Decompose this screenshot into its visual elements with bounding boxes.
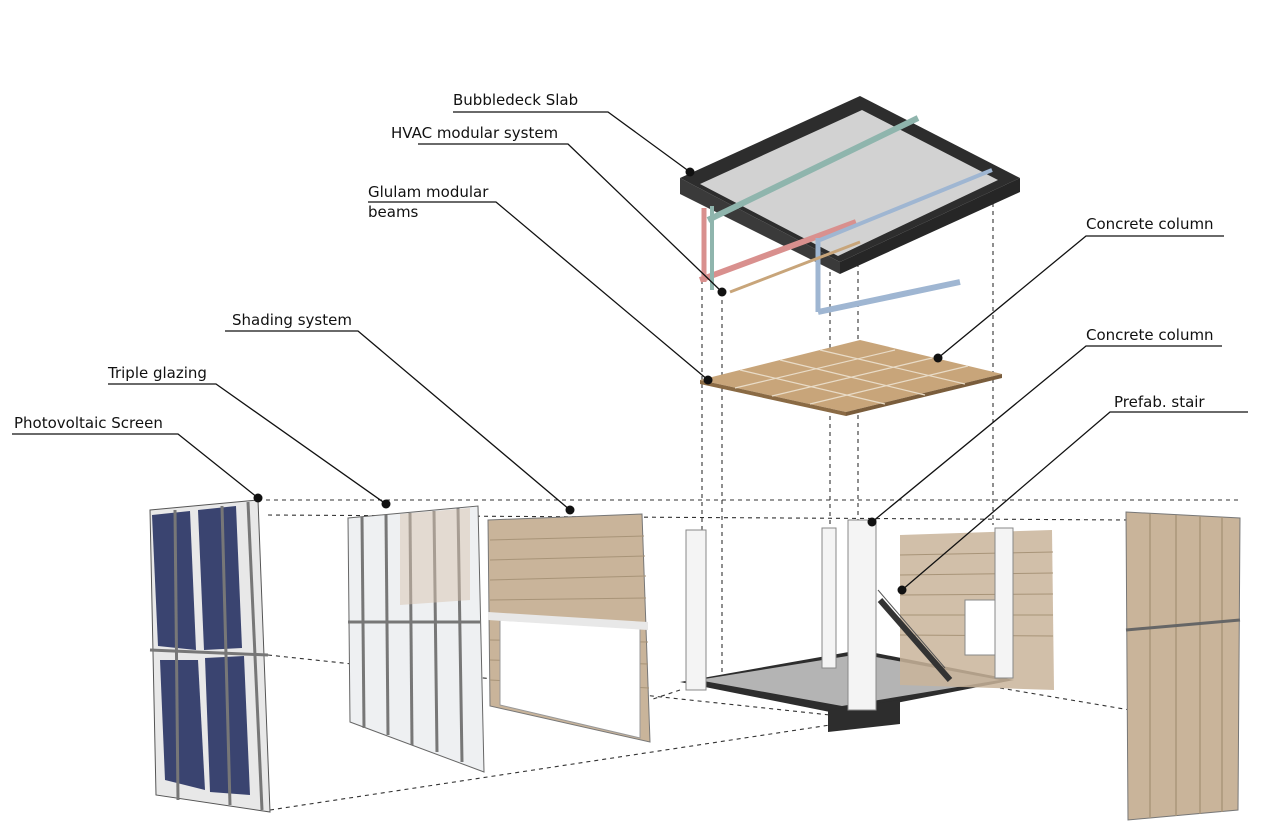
leader-shading bbox=[225, 330, 571, 511]
label-bubbledeck-slab: Bubbledeck Slab bbox=[453, 91, 579, 109]
dot-prefab-stair bbox=[897, 585, 907, 595]
dot-concrete-column-top bbox=[933, 353, 943, 363]
column-left bbox=[685, 529, 707, 691]
label-triple-glazing: Triple glazing bbox=[108, 364, 207, 382]
leader-lines bbox=[12, 111, 1248, 591]
dot-glulam bbox=[703, 375, 713, 385]
dot-photovoltaic bbox=[253, 493, 263, 503]
photovoltaic-screen bbox=[149, 499, 271, 813]
leader-glulam bbox=[368, 201, 709, 381]
label-shading-system: Shading system bbox=[232, 311, 352, 329]
label-concrete-column-top: Concrete column bbox=[1086, 215, 1214, 233]
bubbledeck-slab bbox=[680, 96, 1020, 274]
label-photovoltaic-screen: Photovoltaic Screen bbox=[14, 414, 163, 432]
leader-dots bbox=[253, 167, 943, 595]
leader-concrete-column-mid bbox=[871, 345, 1222, 523]
column-middle bbox=[821, 527, 837, 669]
dot-triple-glazing bbox=[381, 499, 391, 509]
label-glulam-line1: Glulam modular bbox=[368, 183, 489, 201]
dot-shading bbox=[565, 505, 575, 515]
label-glulam-line2: beams bbox=[368, 203, 419, 221]
label-concrete-column-mid: Concrete column bbox=[1086, 326, 1214, 344]
dot-bubbledeck bbox=[685, 167, 695, 177]
glulam-modular-beams bbox=[700, 340, 1002, 416]
label-hvac-modular-system: HVAC modular system bbox=[391, 124, 559, 142]
leader-bubbledeck bbox=[453, 111, 691, 173]
dot-hvac bbox=[717, 287, 727, 297]
dot-concrete-column-mid bbox=[867, 517, 877, 527]
label-glulam-modular-beams: Glulam modular beams bbox=[368, 181, 508, 223]
label-prefab-stair: Prefab. stair bbox=[1114, 393, 1205, 411]
right-facade-screen bbox=[1125, 511, 1241, 821]
triple-glazing bbox=[347, 505, 485, 773]
column-back bbox=[994, 527, 1014, 679]
leader-prefab-stair bbox=[901, 411, 1248, 591]
leader-photovoltaic bbox=[12, 433, 259, 499]
leader-hvac bbox=[418, 143, 723, 293]
column-front bbox=[847, 519, 877, 711]
ground-floor-module bbox=[680, 519, 1054, 732]
leader-triple-glazing bbox=[108, 383, 387, 505]
leader-concrete-column-top bbox=[937, 235, 1224, 359]
hvac-modular-system bbox=[698, 115, 993, 315]
shading-system bbox=[487, 513, 651, 743]
